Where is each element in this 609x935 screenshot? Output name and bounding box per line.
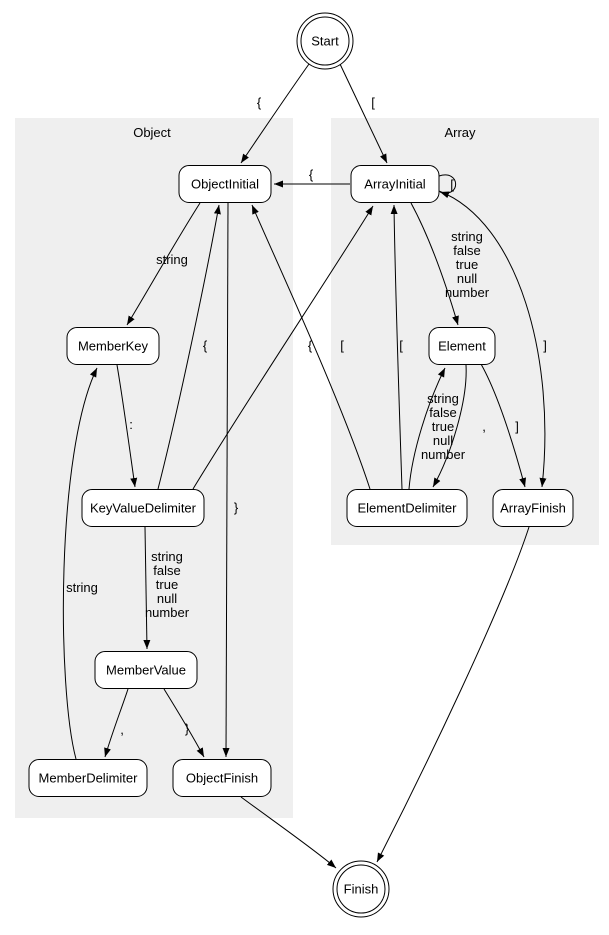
edge-label: : bbox=[129, 417, 133, 432]
edge-label: ] bbox=[543, 338, 547, 353]
node-label: Start bbox=[311, 34, 339, 49]
edge-array-initial-to-array-finish: ] bbox=[438, 190, 547, 488]
node-member-key: MemberKey bbox=[66, 327, 160, 365]
edge-array-initial-to-element: string false true null number bbox=[410, 202, 490, 326]
node-label: ArrayInitial bbox=[364, 177, 426, 192]
node-label: MemberValue bbox=[106, 663, 186, 678]
edge-label: [ bbox=[399, 338, 403, 353]
node-label: Element bbox=[438, 339, 486, 354]
edge-label-line: true bbox=[432, 419, 454, 434]
edge-label-line: null bbox=[157, 591, 177, 606]
edge-element-to-array-finish: ] bbox=[480, 363, 527, 488]
edge-label-line: true bbox=[456, 257, 478, 272]
node-label: ElementDelimiter bbox=[358, 501, 458, 516]
edge-array-initial-self-loop: [ bbox=[438, 174, 456, 199]
edge-label: [ bbox=[340, 338, 344, 353]
array-cluster-label: Array bbox=[444, 125, 476, 140]
edge-element-delimiter-to-element: string false true null number bbox=[408, 367, 466, 490]
node-element-delimiter: ElementDelimiter bbox=[346, 489, 468, 527]
edge-label-line: number bbox=[145, 605, 190, 620]
node-start: Start bbox=[296, 12, 354, 70]
edge-label: , bbox=[120, 722, 124, 737]
object-cluster-box bbox=[15, 118, 293, 818]
edge-label: } bbox=[185, 721, 190, 736]
edge-label: { bbox=[203, 338, 208, 353]
edge-member-value-to-member-delimiter: , bbox=[104, 688, 129, 758]
edge-member-delimiter-to-member-key: string bbox=[62, 367, 98, 760]
node-array-finish: ArrayFinish bbox=[492, 489, 574, 527]
node-object-initial: ObjectInitial bbox=[178, 165, 272, 203]
nodes-layer: Start ObjectInitial ArrayInitial MemberK… bbox=[28, 12, 574, 918]
node-key-value-delimiter: KeyValueDelimiter bbox=[81, 489, 205, 527]
edge-label: { bbox=[309, 167, 314, 182]
edge-label: } bbox=[234, 500, 239, 515]
edge-label: , bbox=[482, 419, 486, 434]
edge-member-key-to-key-value-delimiter: : bbox=[116, 364, 138, 488]
edge-label: { bbox=[257, 95, 262, 110]
edge-label-line: number bbox=[445, 285, 490, 300]
edge-label-line: false bbox=[453, 243, 480, 258]
object-cluster: Object bbox=[15, 118, 293, 818]
edge-key-value-delimiter-to-object-initial: { bbox=[157, 204, 221, 490]
edge-label-line: false bbox=[153, 563, 180, 578]
node-label: ArrayFinish bbox=[500, 501, 566, 516]
node-array-initial: ArrayInitial bbox=[350, 165, 440, 203]
node-label: ObjectInitial bbox=[191, 177, 259, 192]
edge-object-initial-to-member-key: string bbox=[126, 202, 201, 326]
node-member-delimiter: MemberDelimiter bbox=[28, 759, 148, 797]
edge-label: [ bbox=[450, 177, 454, 192]
edge-label-line: false bbox=[429, 405, 456, 420]
edge-member-value-to-object-finish: } bbox=[163, 688, 205, 758]
node-member-value: MemberValue bbox=[94, 651, 198, 689]
node-label: ObjectFinish bbox=[186, 771, 258, 786]
object-cluster-label: Object bbox=[133, 125, 171, 140]
edge-key-value-delimiter-to-member-value: string false true null number bbox=[143, 526, 190, 650]
edge-label-line: null bbox=[457, 271, 477, 286]
edge-label-line: string bbox=[451, 229, 483, 244]
edge-label-line: number bbox=[421, 447, 466, 462]
node-finish: Finish bbox=[332, 860, 390, 918]
edge-label: string bbox=[66, 580, 98, 595]
edge-label: string bbox=[156, 252, 188, 267]
edges-layer: { [ { [ string } : string bbox=[62, 63, 547, 869]
node-element: Element bbox=[428, 327, 496, 365]
edge-start-to-object-initial: { bbox=[240, 63, 310, 164]
edge-key-value-delimiter-to-array-initial: [ bbox=[192, 205, 374, 490]
edge-label-line: null bbox=[433, 433, 453, 448]
edge-array-finish-to-finish bbox=[376, 526, 530, 863]
node-label: Finish bbox=[344, 882, 379, 897]
edge-label-line: string bbox=[151, 549, 183, 564]
edge-label-line: string bbox=[427, 391, 459, 406]
edge-element-delimiter-to-object-initial: { bbox=[251, 204, 371, 490]
node-label: MemberDelimiter bbox=[39, 771, 139, 786]
edge-object-initial-to-object-finish: } bbox=[222, 202, 239, 758]
edge-label: [ bbox=[371, 95, 375, 110]
edge-object-finish-to-finish bbox=[240, 796, 337, 869]
edge-label-line: true bbox=[156, 577, 178, 592]
edge-array-initial-to-object-initial: { bbox=[274, 167, 350, 188]
node-label: MemberKey bbox=[78, 339, 149, 354]
edge-label: { bbox=[308, 338, 313, 353]
edge-label: ] bbox=[515, 419, 519, 434]
edge-start-to-array-initial: [ bbox=[339, 63, 388, 164]
node-label: KeyValueDelimiter bbox=[90, 501, 197, 516]
node-object-finish: ObjectFinish bbox=[172, 759, 272, 797]
edge-element-to-element-delimiter: , bbox=[432, 364, 486, 488]
edge-element-delimiter-to-array-initial: [ bbox=[390, 204, 403, 490]
